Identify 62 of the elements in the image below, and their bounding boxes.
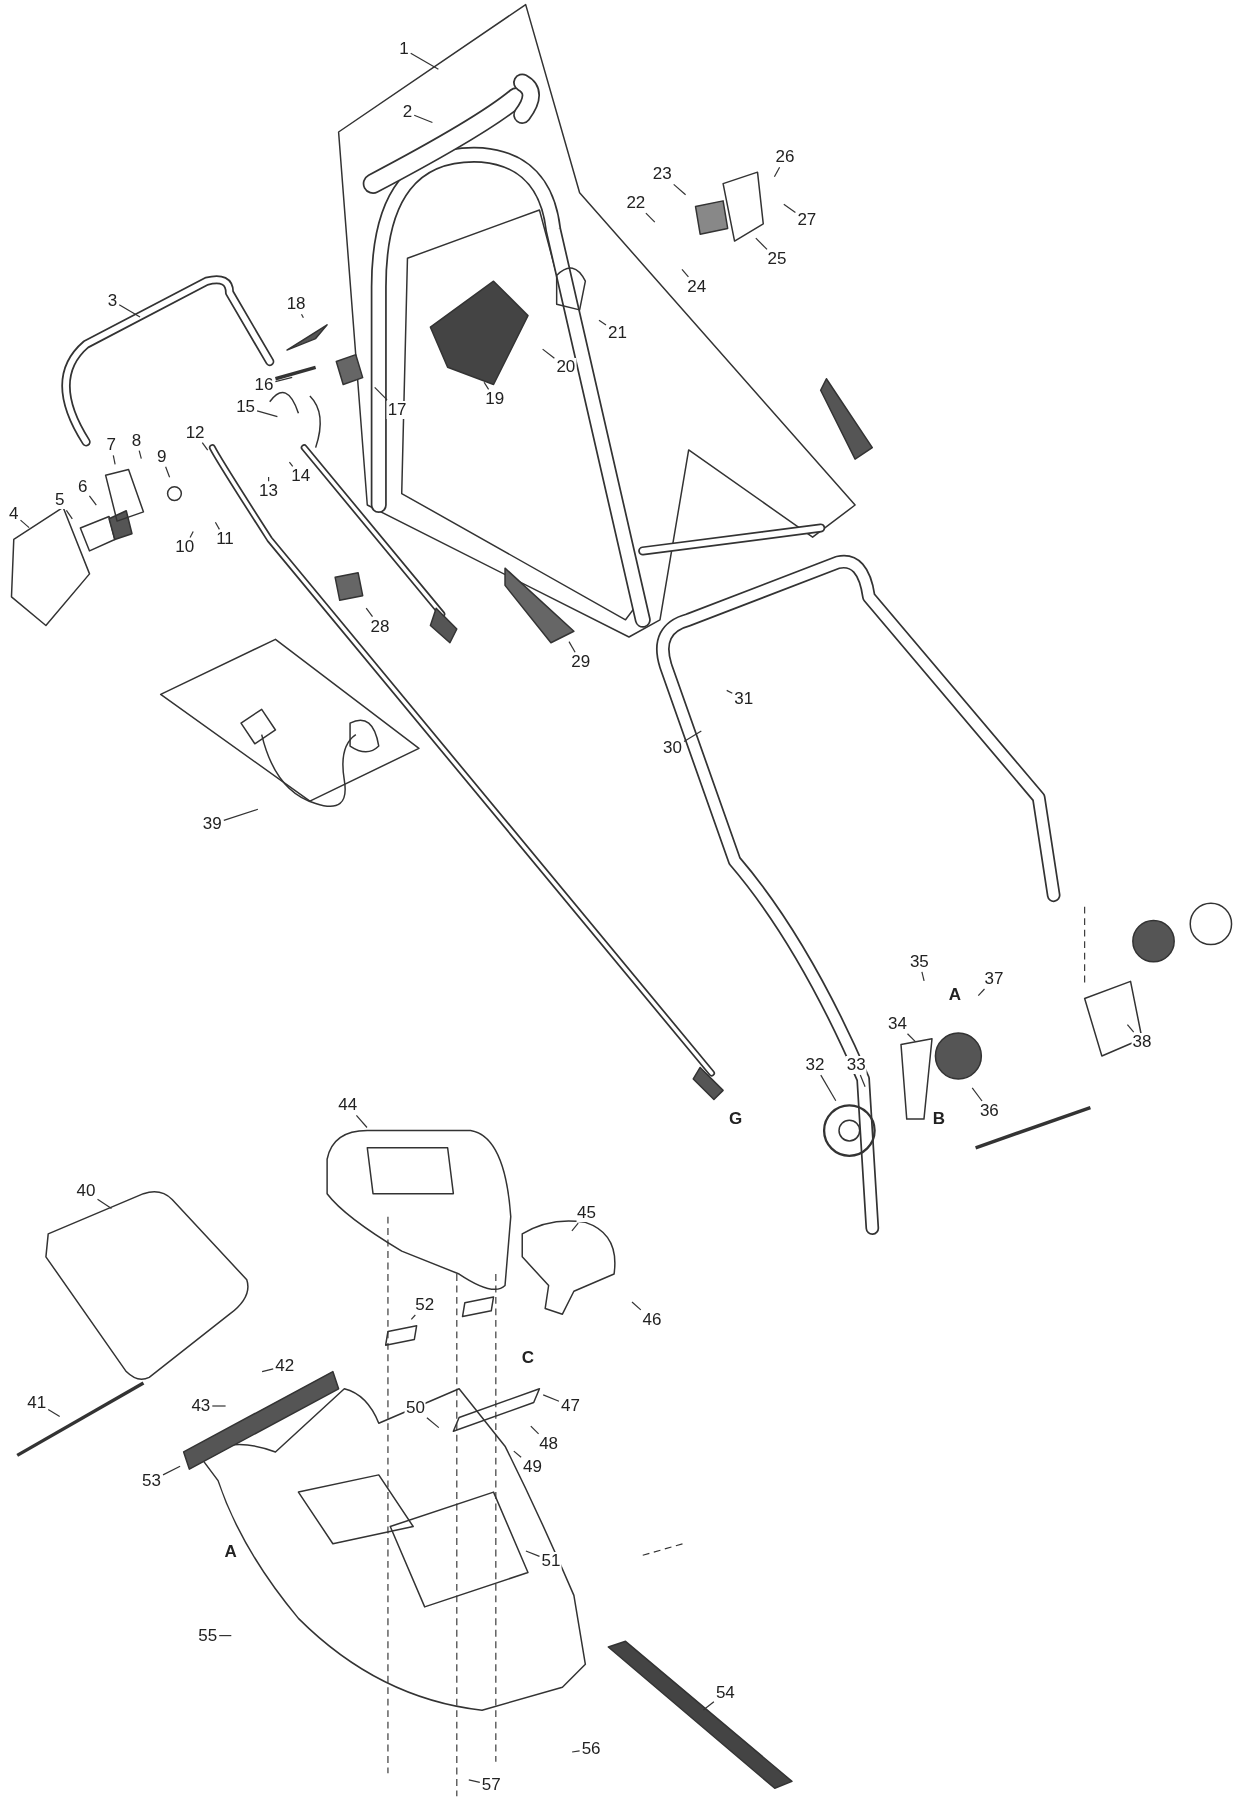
leader-line bbox=[755, 237, 768, 250]
leader-line bbox=[96, 1198, 113, 1210]
leader-line bbox=[223, 808, 259, 821]
leader-line bbox=[165, 466, 171, 478]
leader-line bbox=[859, 1074, 866, 1088]
leader-line bbox=[568, 641, 576, 653]
leader-line bbox=[702, 1701, 715, 1711]
leader-line bbox=[138, 450, 142, 460]
leader-line bbox=[513, 1450, 522, 1458]
leader-line bbox=[19, 519, 30, 529]
leader-line bbox=[410, 1314, 416, 1320]
callout-number: 5 bbox=[53, 491, 66, 510]
callout-number: 33 bbox=[845, 1056, 867, 1075]
leader-line bbox=[189, 530, 194, 539]
leader-line bbox=[530, 1425, 540, 1435]
leader-line bbox=[971, 1087, 983, 1102]
leader-line bbox=[211, 1405, 227, 1407]
leader-line bbox=[256, 410, 278, 418]
leader-line bbox=[783, 203, 796, 213]
leader-line bbox=[47, 1408, 61, 1418]
leader-line bbox=[483, 381, 490, 390]
leader-line bbox=[906, 1033, 916, 1043]
leader-line bbox=[374, 386, 388, 401]
leader-line bbox=[571, 1222, 579, 1232]
leader-line bbox=[410, 52, 439, 70]
leader-line bbox=[542, 348, 555, 359]
leader-line bbox=[218, 1635, 232, 1637]
leader-line bbox=[355, 1114, 368, 1129]
callout-number: 51 bbox=[540, 1551, 562, 1570]
leader-line bbox=[268, 476, 270, 482]
leader-line bbox=[673, 183, 687, 196]
leader-line bbox=[645, 212, 656, 223]
leader-line bbox=[773, 166, 781, 178]
leader-line bbox=[88, 495, 97, 506]
leader-line bbox=[261, 1368, 274, 1373]
leader-line bbox=[300, 313, 304, 319]
leader-line bbox=[726, 689, 733, 694]
leader-line bbox=[274, 376, 293, 383]
leader-line bbox=[631, 1301, 642, 1311]
leader-line bbox=[65, 509, 73, 520]
leader-line bbox=[683, 730, 702, 742]
leader-line bbox=[681, 268, 689, 278]
leader-line bbox=[598, 319, 607, 326]
leader-line bbox=[288, 461, 294, 467]
leader-line bbox=[426, 1417, 440, 1429]
leader-line bbox=[1126, 1024, 1135, 1033]
leader-line bbox=[112, 454, 116, 465]
leader-line bbox=[162, 1465, 181, 1476]
leader-line bbox=[468, 1779, 481, 1783]
leader-line bbox=[214, 521, 220, 530]
leader-line bbox=[525, 1550, 541, 1557]
callout-number: 45 bbox=[576, 1204, 597, 1223]
leader-line bbox=[977, 988, 986, 997]
leader-line bbox=[542, 1394, 560, 1402]
leader-line bbox=[820, 1074, 837, 1102]
leader-line bbox=[571, 1750, 581, 1753]
leader-line bbox=[921, 971, 925, 982]
callout-number: 17 bbox=[386, 400, 408, 419]
leader-line bbox=[365, 607, 374, 618]
leader-line bbox=[118, 304, 141, 318]
leader-line bbox=[413, 114, 433, 124]
leader-line bbox=[201, 442, 209, 451]
